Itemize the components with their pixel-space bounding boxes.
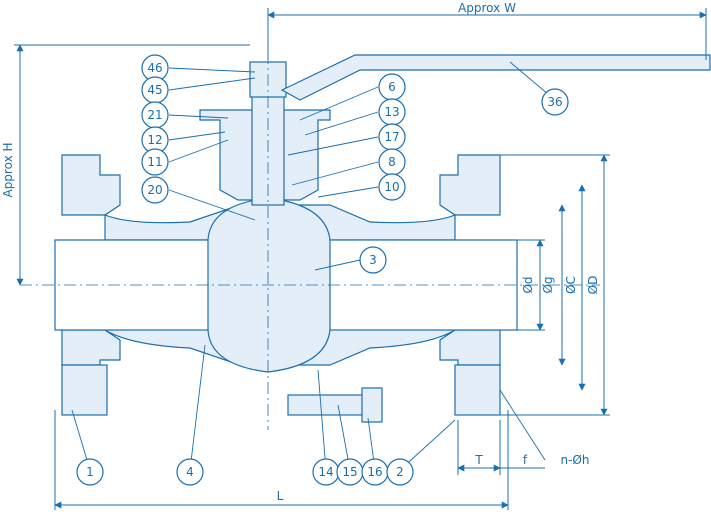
handle-lever xyxy=(280,54,711,101)
dim-f: f xyxy=(523,453,528,467)
callout-13: 13 xyxy=(384,105,399,119)
left-flange-bottom xyxy=(61,329,121,366)
callout-8: 8 xyxy=(388,155,396,169)
right-flange-top xyxy=(439,154,501,216)
dim-oc: ØC xyxy=(564,276,578,294)
bottom-nut xyxy=(361,387,383,423)
callout-4: 4 xyxy=(186,465,194,479)
callout-6: 6 xyxy=(388,80,396,94)
callout-3: 3 xyxy=(369,253,377,267)
callout-36: 36 xyxy=(547,95,562,109)
right-end-cap xyxy=(454,364,501,416)
callout-14: 14 xyxy=(318,465,333,479)
left-end-cap xyxy=(61,364,108,416)
callout-17: 17 xyxy=(384,130,399,144)
callout-20: 20 xyxy=(147,183,162,197)
callout-15: 15 xyxy=(342,465,357,479)
callout-2: 2 xyxy=(396,465,404,479)
callout-12: 12 xyxy=(147,133,162,147)
dim-og: Øg xyxy=(541,276,555,293)
dim-n-oh: n-Øh xyxy=(561,453,590,467)
dim-approx-h: Approx H xyxy=(1,142,15,197)
dim-od: Ød xyxy=(521,276,535,293)
callout-21: 21 xyxy=(147,108,162,122)
callout-11: 11 xyxy=(147,155,162,169)
dim-t: T xyxy=(474,453,483,467)
callout-16: 16 xyxy=(367,465,382,479)
callout-45: 45 xyxy=(147,83,162,97)
callout-1: 1 xyxy=(86,465,94,479)
dim-l: L xyxy=(277,489,284,503)
dim-approx-w: Approx W xyxy=(458,1,516,15)
right-flange-bottom xyxy=(439,329,501,366)
dim-oD: ØD xyxy=(586,276,600,295)
left-flange-top xyxy=(61,154,121,216)
callout-46: 46 xyxy=(147,61,162,75)
callout-10: 10 xyxy=(384,180,399,194)
